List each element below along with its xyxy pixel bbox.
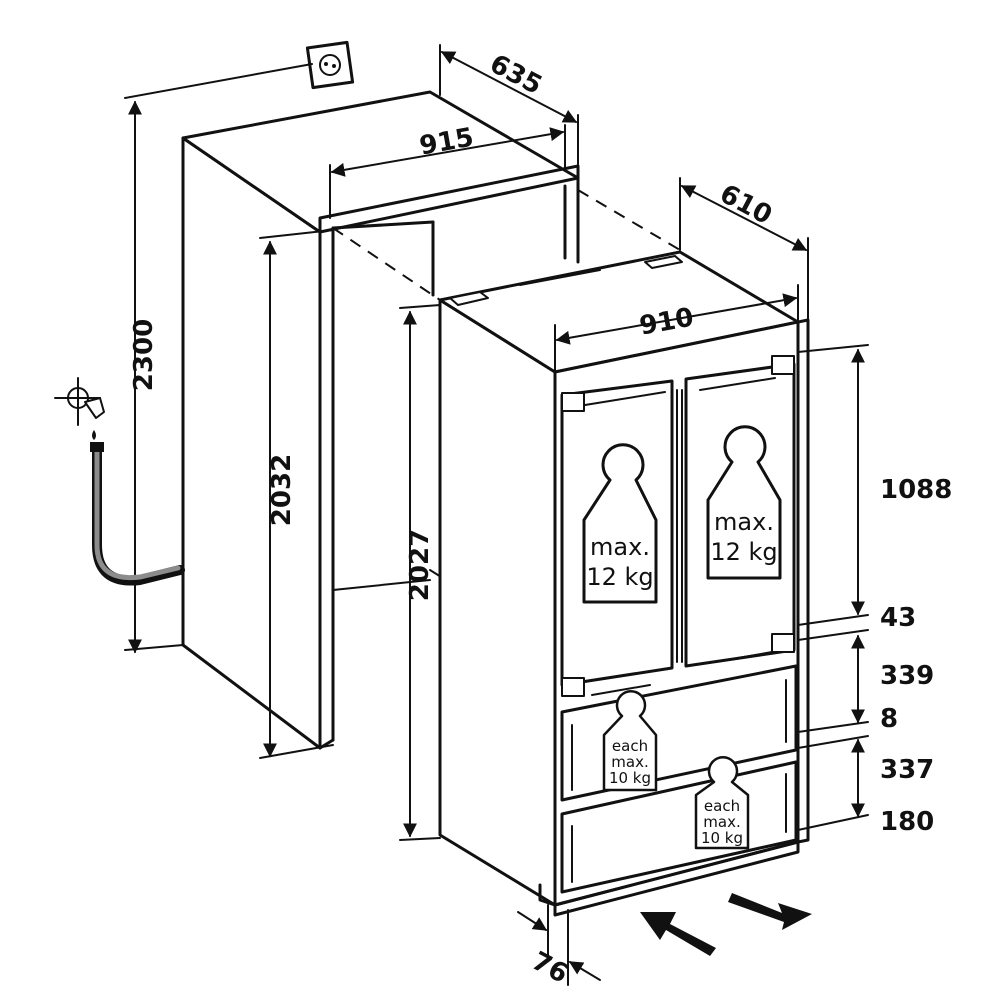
water-tap-icon: [54, 377, 105, 440]
weight-left-line2: 12 kg: [586, 563, 653, 591]
weight-drawer2-line2: max.: [703, 813, 740, 831]
insert-arrow-icon: [640, 912, 716, 956]
weight-icon-lower-drawer: each max. 10 kg: [694, 756, 750, 850]
dim-label-2300: 2300: [129, 319, 159, 391]
dim-label-180: 180: [880, 807, 934, 837]
dim-label-610: 610: [715, 179, 777, 231]
weight-drawer1-line3: 10 kg: [609, 769, 651, 787]
weight-right-line1: max.: [714, 508, 774, 536]
dim-plinth-depth: 76: [517, 904, 601, 990]
niche-side-panel: [181, 136, 322, 750]
dim-label-1088: 1088: [880, 475, 952, 505]
niche-cabinet: [181, 90, 681, 750]
dim-label-2027: 2027: [405, 529, 435, 601]
dim-label-8: 8: [880, 704, 898, 734]
dim-niche-height: 2032: [259, 229, 334, 759]
dim-niche-total-height: 2300: [124, 63, 313, 654]
dim-label-339: 339: [880, 661, 934, 691]
remove-arrow-icon: [728, 893, 812, 930]
dim-appliance-height: 2027: [399, 304, 441, 841]
power-socket-icon: [305, 40, 355, 90]
appliance-side-face: [438, 298, 557, 907]
weight-drawer2-line1: each: [704, 797, 740, 815]
dim-label-635: 635: [485, 49, 547, 101]
dim-label-43: 43: [880, 603, 916, 633]
weight-drawer2-line3: 10 kg: [701, 829, 743, 847]
dim-label-2032: 2032: [267, 454, 297, 526]
weight-icon-right-door: max. 12 kg: [706, 425, 782, 580]
water-hose-icon: [90, 442, 185, 586]
weight-left-line1: max.: [590, 533, 650, 561]
weight-right-line2: 12 kg: [710, 538, 777, 566]
dim-label-337: 337: [880, 755, 934, 785]
weight-icon-left-door: max. 12 kg: [582, 443, 658, 604]
dim-front-stack: 1088 43 339 8 337 180: [797, 344, 952, 837]
weight-drawer1-line2: max.: [611, 753, 648, 771]
weight-drawer1-line1: each: [612, 737, 648, 755]
dim-label-76: 76: [527, 946, 573, 989]
weight-icon-upper-drawer: each max. 10 kg: [602, 690, 658, 792]
